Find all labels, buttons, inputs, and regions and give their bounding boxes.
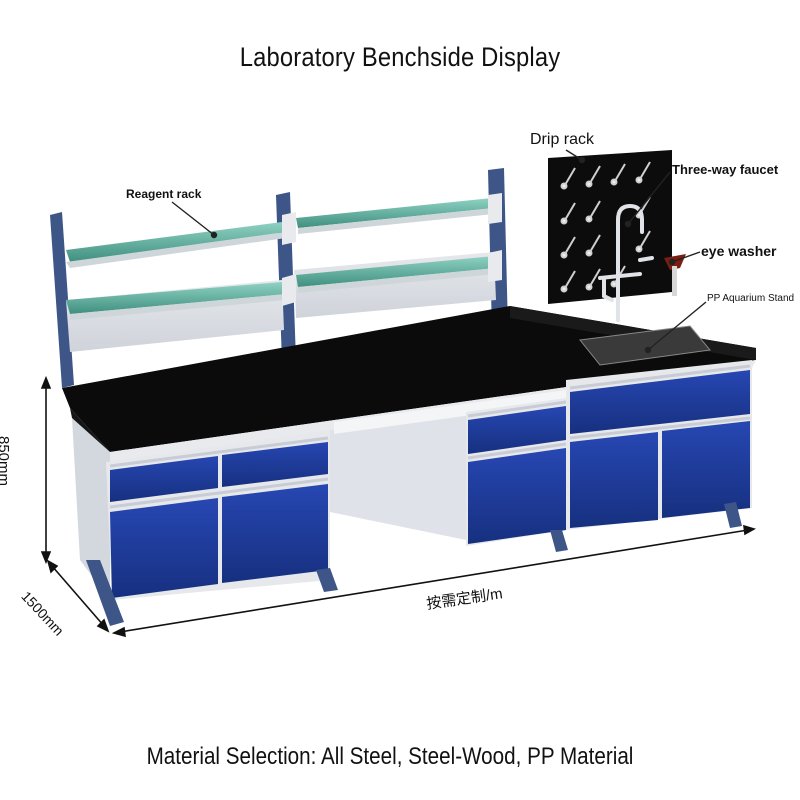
reagent-rack — [50, 168, 508, 388]
right-cabinet — [566, 360, 752, 530]
material-selection: Material Selection: All Steel, Steel-Woo… — [146, 743, 634, 770]
callout-pointers — [171, 149, 707, 354]
cabinet-feet — [86, 502, 742, 626]
callout-eye-washer: eye washer — [701, 243, 777, 259]
callout-reagent-rack: Reagent rack — [126, 187, 202, 201]
callout-drip-rack: Drip rack — [530, 131, 595, 148]
dimension-height: 850mm — [0, 436, 12, 487]
left-cabinet — [106, 430, 330, 600]
page-title: Laboratory Benchside Display — [239, 42, 561, 72]
drip-rack — [548, 150, 672, 304]
middle-cabinet — [466, 398, 567, 546]
callout-pp-aquarium-stand: PP Aquarium Stand — [707, 293, 795, 304]
dimension-lines — [40, 375, 757, 638]
three-way-faucet — [598, 203, 654, 322]
callout-three-way-faucet: Three-way faucet — [672, 162, 779, 177]
